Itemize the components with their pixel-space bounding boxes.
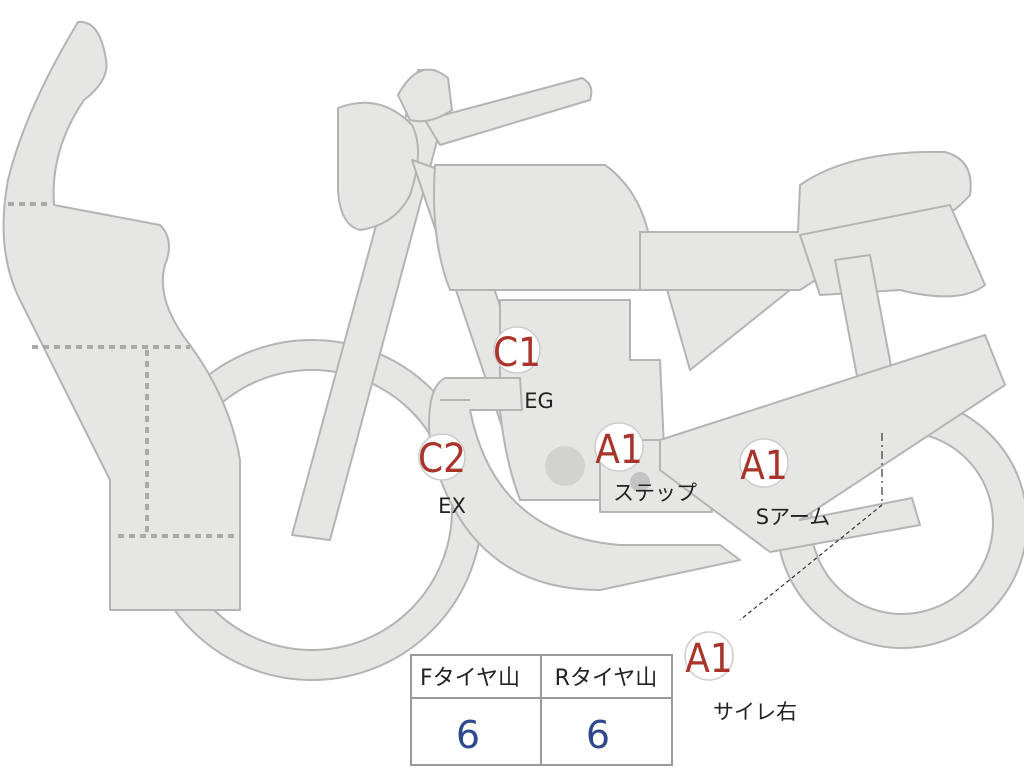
exhaust-pipe [428, 377, 741, 591]
marker-grade: C1 [493, 330, 541, 376]
marker-grade: A1 [595, 427, 643, 473]
front-cowl [2, 20, 241, 611]
marker-part-label: Sアーム [756, 505, 830, 529]
marker-grade: C2 [418, 436, 466, 482]
leader-line [739, 433, 883, 621]
table-value-rear-tire: 6 [586, 713, 610, 757]
marker-part-label: ステップ [613, 481, 697, 505]
table-header-rear-tire: Rタイヤ山 [555, 666, 658, 691]
table-value-front-tire: 6 [456, 713, 480, 757]
marker-part-label: EG [524, 389, 554, 413]
cowl-dotted-lines [8, 202, 238, 538]
marker-part-label: EX [438, 494, 466, 518]
marker-a1-swingarm[interactable]: A1 Sアーム [739, 438, 830, 529]
swingarm [659, 334, 1006, 553]
marker-grade: A1 [740, 443, 788, 489]
marker-a1-muffler-right[interactable]: A1 サイレ右 [684, 631, 797, 724]
marker-c1-eg[interactable]: C1 EG [493, 326, 554, 413]
tire-tread-table: Fタイヤ山 Rタイヤ山 6 6 [410, 654, 673, 766]
fuel-tank [433, 164, 651, 291]
table-header-front-tire: Fタイヤ山 [420, 666, 520, 691]
motorcycle-illustration [2, 20, 1024, 681]
marker-grade: A1 [685, 636, 733, 682]
marker-a1-step[interactable]: A1 ステップ [594, 422, 697, 505]
marker-part-label: サイレ右 [713, 700, 797, 724]
marker-c2-ex[interactable]: C2 EX [418, 433, 466, 518]
